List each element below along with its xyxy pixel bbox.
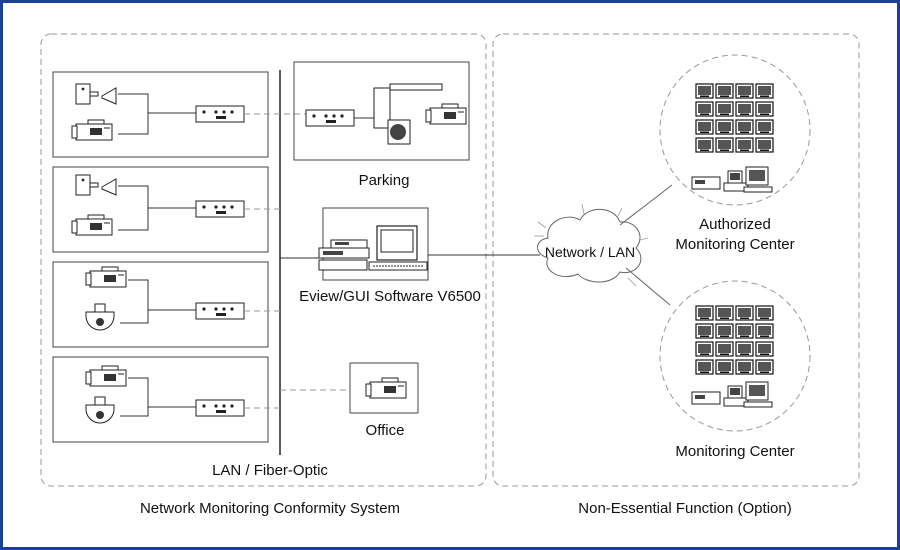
network-cloud: [537, 208, 642, 283]
software-box: [322, 207, 429, 281]
office-label: Office: [365, 422, 405, 439]
right-caption: Non-Essential Function (Option): [578, 500, 792, 517]
authorized-label-line1: Authorized: [699, 216, 771, 233]
network-label: Network / LAN: [544, 244, 636, 260]
optional-system-outline: [492, 33, 860, 487]
link-authorized: [619, 184, 673, 226]
monitoring-center-circle: [659, 280, 811, 432]
parking-label: Parking: [358, 172, 410, 189]
software-label: Eview/GUI Software V6500: [299, 288, 481, 305]
lan-label: LAN / Fiber-Optic: [212, 462, 328, 479]
parking-box: [293, 61, 470, 161]
local-system-outline: [40, 33, 487, 487]
camera-site-4: [52, 356, 269, 443]
camera-site-3: [52, 261, 269, 348]
link-monitoring: [625, 267, 671, 306]
authorized-label-line2: Monitoring Center: [675, 236, 795, 253]
left-caption: Network Monitoring Conformity System: [139, 500, 401, 517]
monitoring-center-label: Monitoring Center: [675, 443, 795, 460]
office-box: [349, 362, 419, 414]
